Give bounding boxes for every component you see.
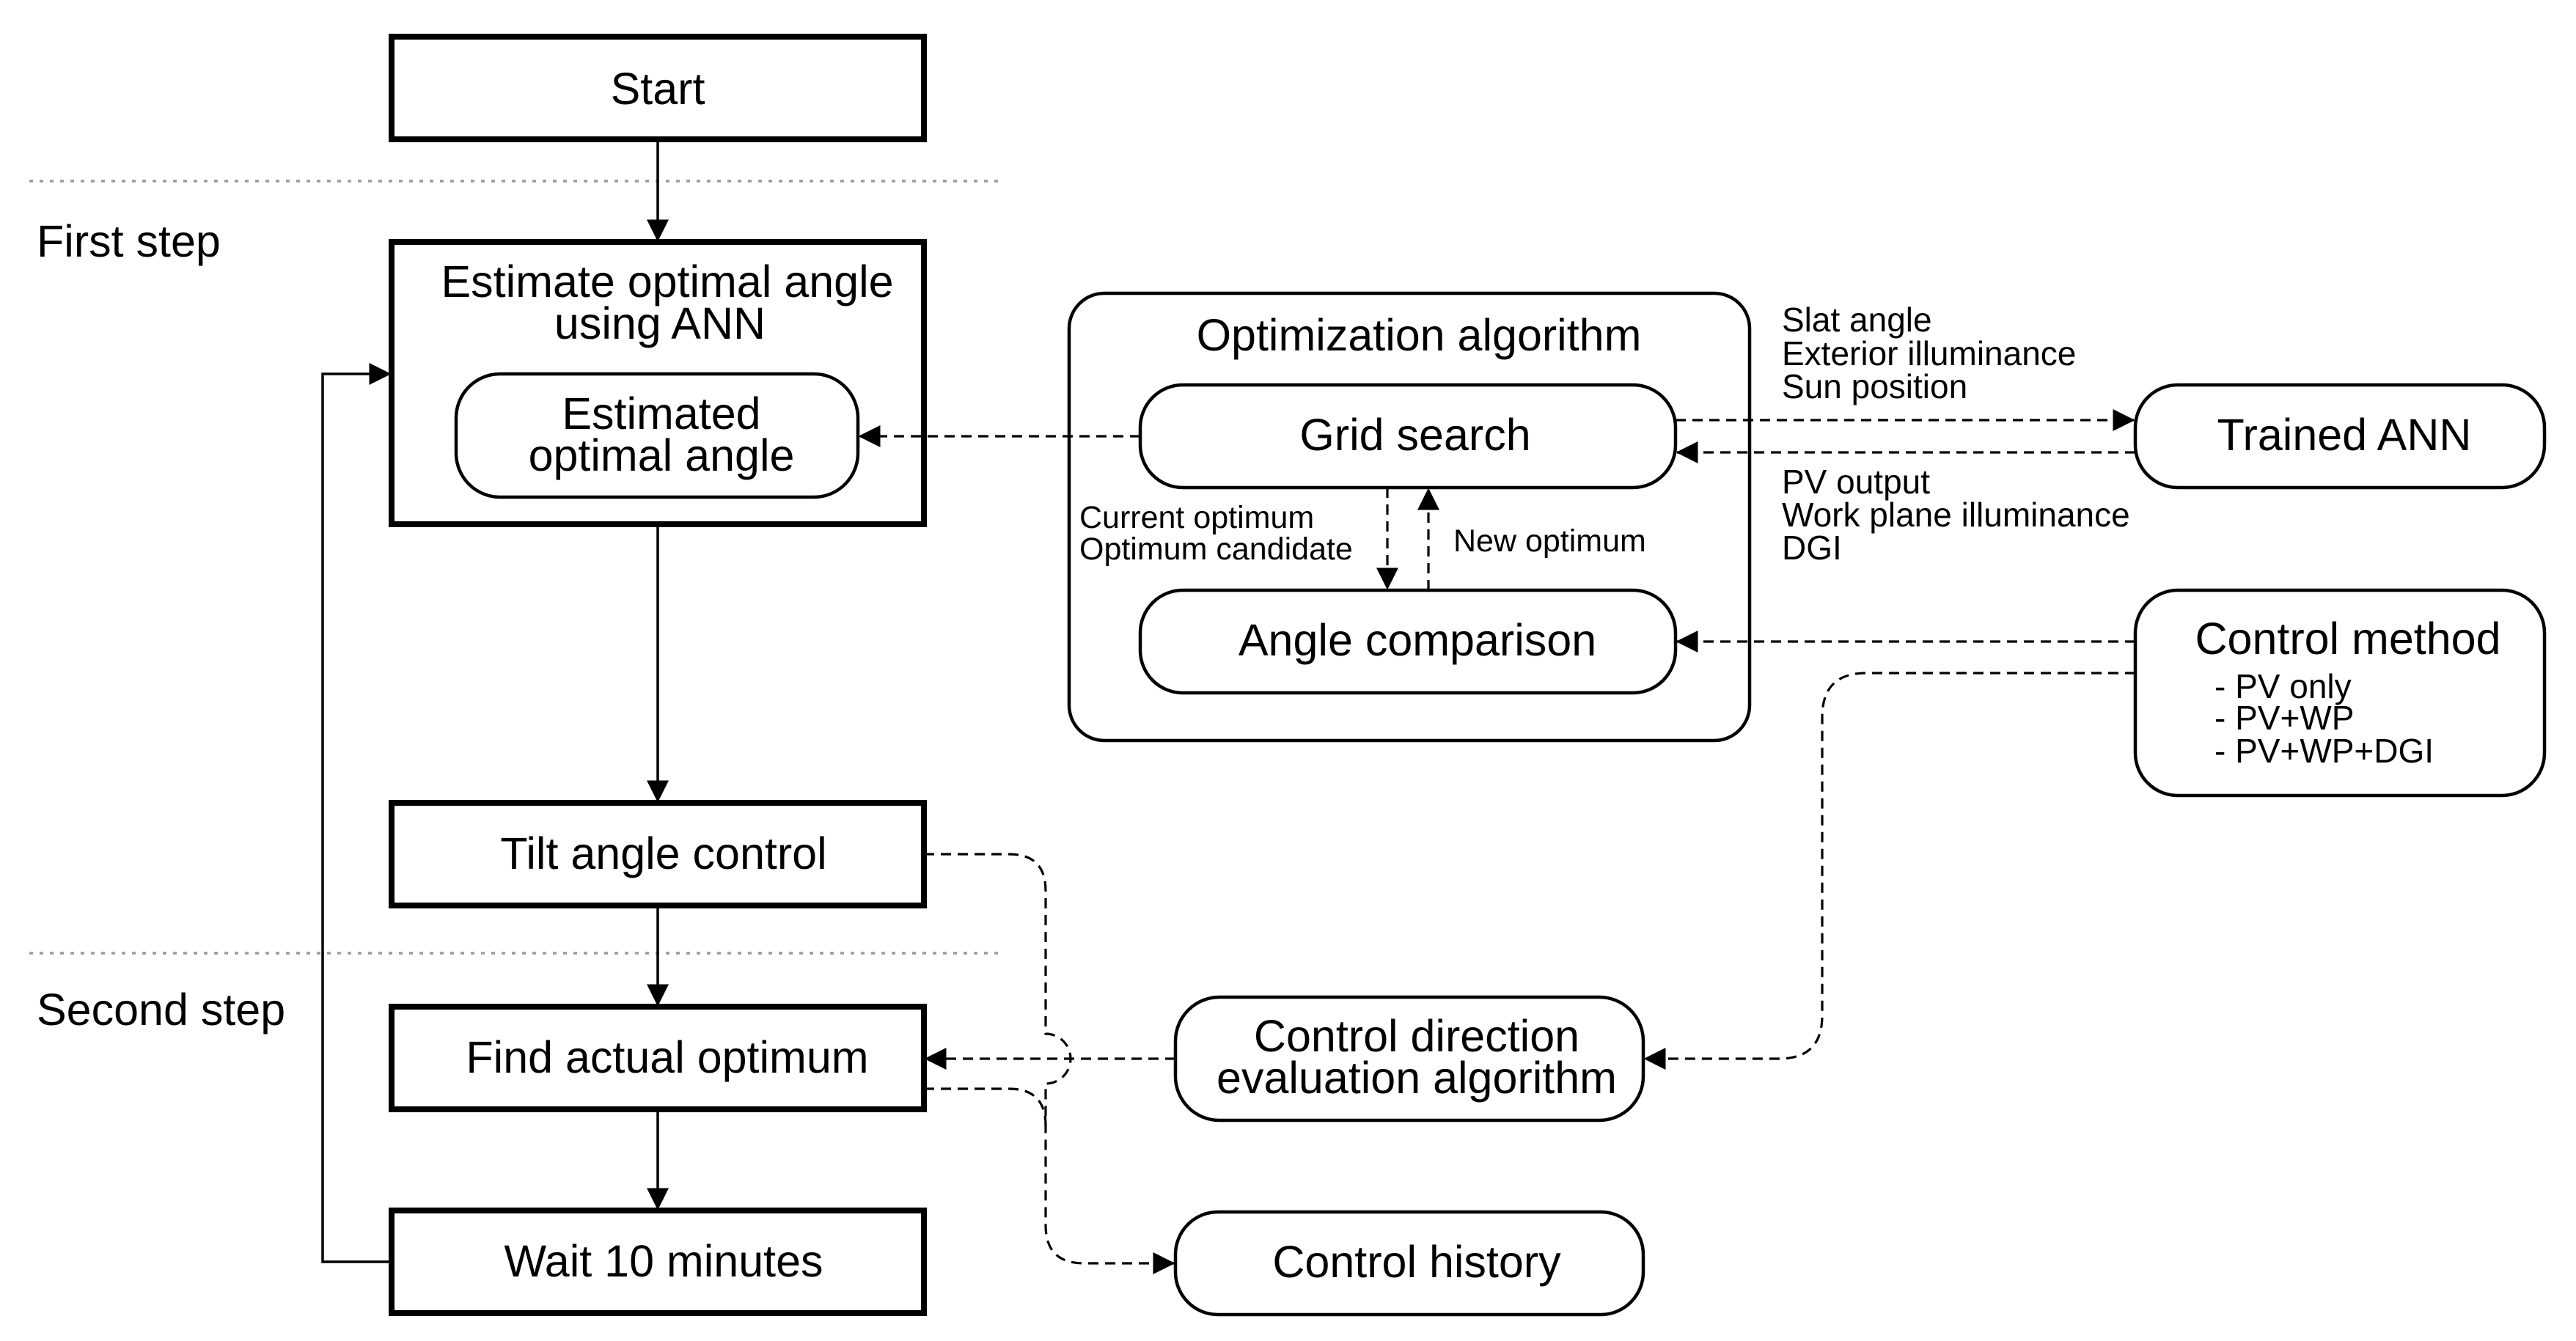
arrow-method-to-direction <box>1643 672 2135 1070</box>
tilt-angle-control-label: Tilt angle control <box>500 829 826 878</box>
start-label: Start <box>611 64 705 114</box>
grid-search-node[interactable]: Grid search <box>1138 383 1678 490</box>
estimated-angle-label-line2: optimal angle <box>529 430 795 480</box>
control-method-node[interactable]: Control method - PV only - PV+WP - PV+WP… <box>2133 588 2547 798</box>
angle-comparison-label: Angle comparison <box>1239 615 1596 665</box>
estimated-angle-label-line1: Estimated <box>562 389 760 438</box>
estimate-angle-label-line1: Estimate optimal angle <box>441 257 893 306</box>
angle-comparison-node[interactable]: Angle comparison <box>1138 588 1678 695</box>
trained-ann-label: Trained ANN <box>2217 410 2472 460</box>
wait-label: Wait 10 minutes <box>504 1236 823 1286</box>
control-method-option: - PV+WP <box>2214 699 2354 737</box>
ann-input-label: Exterior illuminance <box>1782 334 2076 372</box>
arrow-find-to-history <box>924 1087 1047 1126</box>
control-history-node[interactable]: Control history <box>1173 1210 1645 1317</box>
current-optimum-label: Current optimum <box>1079 500 1314 535</box>
first-step-label: First step <box>37 216 221 266</box>
ann-output-label: DGI <box>1782 529 1842 567</box>
arrow-tilt-to-history <box>924 853 1175 1274</box>
control-direction-label-line1: Control direction <box>1254 1011 1579 1061</box>
ann-input-label: Sun position <box>1782 367 1967 405</box>
ann-output-label: PV output <box>1782 463 1930 501</box>
find-actual-optimum-label: Find actual optimum <box>466 1032 868 1082</box>
control-method-option: - PV+WP+DGI <box>2214 732 2434 770</box>
trained-ann-node[interactable]: Trained ANN <box>2133 383 2547 490</box>
ann-input-label: Slat angle <box>1782 301 1932 339</box>
tilt-angle-control-node[interactable]: Tilt angle control <box>389 800 927 908</box>
control-method-title: Control method <box>2195 614 2500 664</box>
arrow-wait-loop-back <box>321 363 392 1263</box>
grid-search-label: Grid search <box>1299 410 1530 460</box>
estimated-optimal-angle-node[interactable]: Estimated optimal angle <box>454 372 860 499</box>
wait-node[interactable]: Wait 10 minutes <box>389 1208 927 1316</box>
optimum-candidate-label: Optimum candidate <box>1079 532 1353 567</box>
control-method-option: - PV only <box>2214 667 2352 705</box>
control-history-label: Control history <box>1272 1237 1561 1287</box>
control-direction-label-line2: evaluation algorithm <box>1217 1053 1617 1103</box>
find-actual-optimum-node[interactable]: Find actual optimum <box>389 1004 927 1112</box>
optimization-algorithm-label: Optimization algorithm <box>1197 310 1642 360</box>
new-optimum-label: New optimum <box>1453 523 1646 559</box>
second-step-label: Second step <box>37 985 285 1035</box>
estimate-angle-label-line2: using ANN <box>554 298 766 348</box>
control-direction-node[interactable]: Control direction evaluation algorithm <box>1173 995 1645 1123</box>
start-node[interactable]: Start <box>389 34 927 142</box>
ann-output-label: Work plane illuminance <box>1782 496 2130 534</box>
